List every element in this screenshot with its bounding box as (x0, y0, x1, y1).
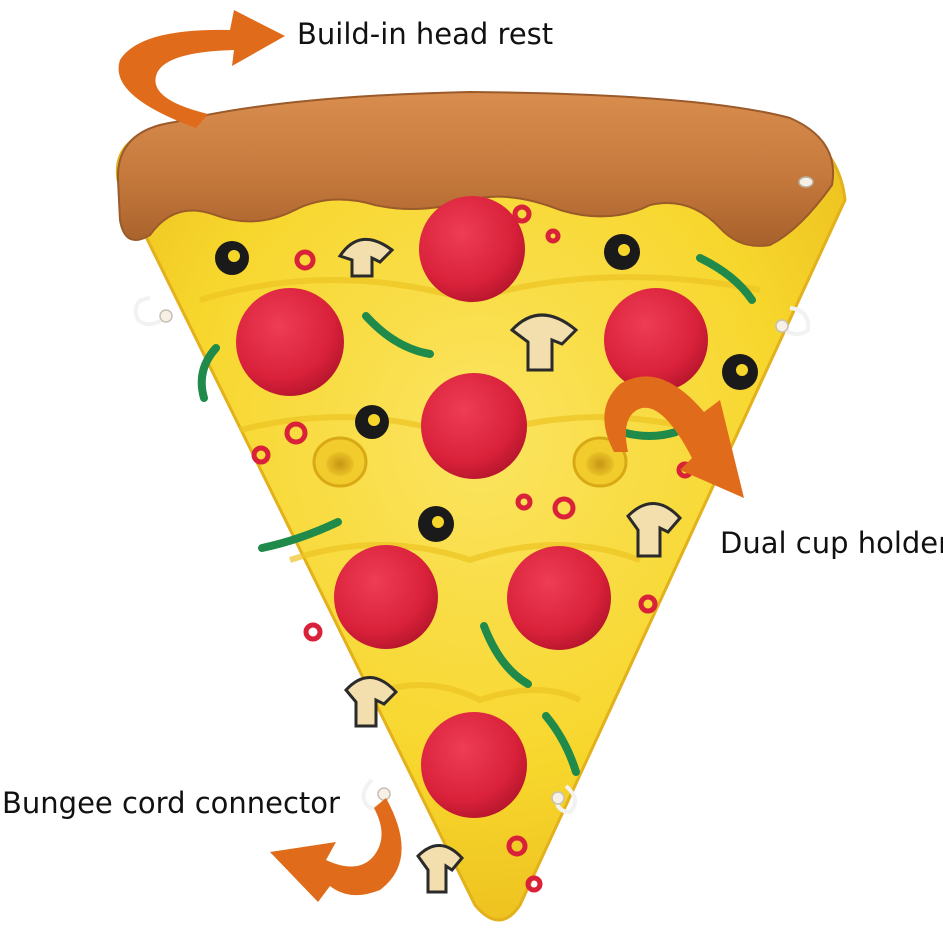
green-pepper (696, 254, 756, 304)
olive (355, 405, 389, 439)
green-pepper (480, 622, 532, 688)
bungee-connector (778, 306, 811, 337)
pepper-ring (552, 496, 576, 520)
cup-holder-callout-label: Dual cup holder (720, 526, 943, 560)
crust-headrest (116, 90, 835, 247)
pepper-ring (303, 622, 323, 642)
green-pepper-group (197, 254, 756, 776)
pepper-ring (251, 445, 271, 465)
green-pepper (258, 518, 342, 552)
pepper-ring (506, 835, 528, 857)
green-pepper (197, 344, 220, 402)
olive (215, 241, 249, 275)
mushroom (416, 844, 464, 894)
pepper-ring (545, 228, 561, 244)
arrow-bungee (270, 798, 402, 902)
bungee-connector (133, 296, 170, 327)
mushroom-group (337, 237, 683, 894)
pepperoni (419, 196, 525, 302)
arrow-headrest (118, 10, 285, 128)
arrow-cup-holder (604, 376, 744, 498)
pepper-ring (525, 875, 543, 893)
bungee-anchor-group (159, 309, 789, 805)
pepper-ring (515, 493, 533, 511)
green-pepper (542, 712, 580, 776)
pepperoni-group (236, 196, 708, 818)
pepperoni (421, 373, 527, 479)
mushroom (626, 502, 683, 558)
pepperoni (236, 288, 344, 396)
olive (722, 354, 758, 390)
pepper-ring (638, 594, 658, 614)
pepperoni (507, 546, 611, 650)
pepper-ring (294, 249, 316, 271)
mushroom (337, 237, 395, 278)
cup-holder-left (312, 436, 368, 488)
bungee-callout-label: Bungee cord connector (2, 786, 340, 820)
olive (604, 234, 640, 270)
crust-valve (798, 176, 814, 188)
olive (418, 506, 454, 542)
pepper-ring (512, 204, 532, 224)
pepper-ring (284, 421, 308, 445)
headrest-callout-label: Build-in head rest (297, 17, 554, 51)
olive-group (215, 234, 758, 542)
pepperoni (604, 288, 708, 392)
green-pepper (618, 428, 680, 440)
pepperoni (421, 712, 527, 818)
green-pepper (362, 312, 434, 358)
mushroom (344, 676, 399, 728)
pepperoni (334, 545, 438, 649)
mushroom (509, 313, 579, 372)
